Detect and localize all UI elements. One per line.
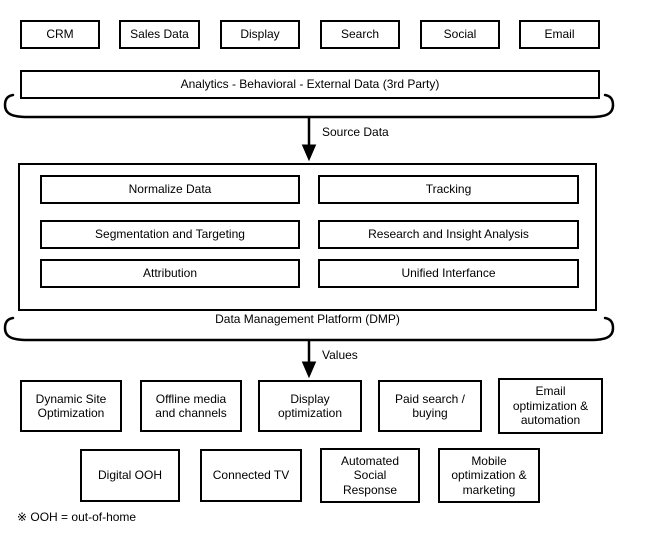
- source-data-arrow: [301, 117, 317, 162]
- source-box-crm: CRM: [20, 20, 100, 49]
- source-box-search: Search: [320, 20, 400, 49]
- source-box-email: Email: [519, 20, 600, 49]
- outcome-box-paid-search-buying: Paid search / buying: [378, 380, 482, 432]
- source-box-social: Social: [420, 20, 500, 49]
- source-box-display: Display: [220, 20, 300, 49]
- dmp-cell-unified-interfance: Unified Interfance: [318, 259, 579, 288]
- outcome-box-dynamic-site-optimization: Dynamic Site Optimization: [20, 380, 122, 432]
- dmp-cell-normalize-data: Normalize Data: [40, 175, 300, 204]
- dmp-cell-research-insight: Research and Insight Analysis: [318, 220, 579, 249]
- source-box-sales-data: Sales Data: [119, 20, 200, 49]
- dmp-cell-attribution: Attribution: [40, 259, 300, 288]
- outcome-box-display-optimization: Display optimization: [258, 380, 362, 432]
- outcome-box-email-optimization: Email optimization & automation: [498, 378, 603, 434]
- outcome-box-automated-social-response: Automated Social Response: [320, 448, 420, 503]
- dmp-caption: Data Management Platform (DMP): [215, 312, 400, 326]
- analytics-bar: Analytics - Behavioral - External Data (…: [20, 70, 600, 99]
- outcome-box-mobile-optimization: Mobile optimization & marketing: [438, 448, 540, 503]
- source-data-label: Source Data: [322, 125, 389, 139]
- values-label: Values: [322, 348, 358, 362]
- outcome-box-connected-tv: Connected TV: [200, 449, 302, 502]
- footnote: ※ OOH = out-of-home: [17, 510, 137, 524]
- outcome-box-offline-media-channels: Offline media and channels: [140, 380, 242, 432]
- outcome-box-digital-ooh: Digital OOH: [80, 449, 180, 502]
- dmp-cell-segmentation: Segmentation and Targeting: [40, 220, 300, 249]
- values-arrow: [301, 340, 317, 379]
- dmp-cell-tracking: Tracking: [318, 175, 579, 204]
